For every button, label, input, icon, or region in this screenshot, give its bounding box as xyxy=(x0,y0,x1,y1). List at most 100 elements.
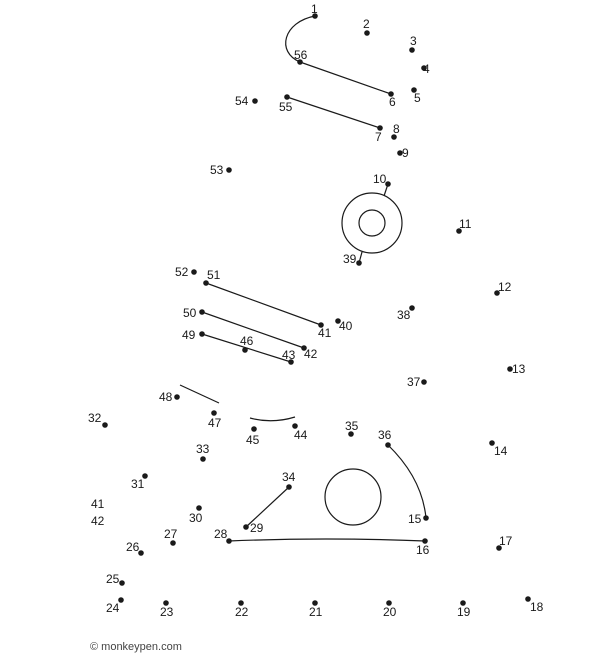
dot-marker xyxy=(312,13,318,19)
dot-number-label: 5 xyxy=(414,91,421,105)
dot-marker xyxy=(456,228,462,234)
dot-56: 56 xyxy=(294,48,308,65)
dot-marker xyxy=(391,134,397,140)
dot-marker xyxy=(174,394,180,400)
dot-number-label: 38 xyxy=(397,308,411,322)
dot-number-label: 48 xyxy=(159,390,173,404)
dot-number-label: 19 xyxy=(457,605,471,619)
dot-number-label: 41 xyxy=(318,326,332,340)
dot-number-label: 31 xyxy=(131,477,145,491)
dot-21: 21 xyxy=(309,600,323,619)
dot-number-label: 40 xyxy=(339,319,353,333)
inner-ring-shape xyxy=(358,209,386,237)
lower-circle-shape xyxy=(324,468,382,526)
guide-curve-45-44 xyxy=(249,416,296,422)
dot-5: 5 xyxy=(411,87,421,105)
dot-43: 43 xyxy=(282,348,296,365)
dot-number-label: 27 xyxy=(164,527,178,541)
dot-marker xyxy=(348,431,354,437)
dot-13: 13 xyxy=(507,362,526,376)
dot-45: 45 xyxy=(246,426,260,447)
dot-number-label: 33 xyxy=(196,442,210,456)
dot-8: 8 xyxy=(391,122,400,140)
dot-31: 31 xyxy=(131,473,148,491)
dot-marker xyxy=(312,600,318,606)
dot-15: 15 xyxy=(408,512,429,526)
dot-35: 35 xyxy=(345,419,359,437)
dot-number-label: 7 xyxy=(375,130,382,144)
dot-number-label: 51 xyxy=(207,268,221,282)
dot-number-label: 18 xyxy=(530,600,544,614)
dot-number-label: 42 xyxy=(304,347,318,361)
dot-marker xyxy=(385,181,391,187)
dot-number-label: 13 xyxy=(512,362,526,376)
dot-number-label: 6 xyxy=(389,95,396,109)
dot-number-label: 12 xyxy=(498,280,512,294)
dot-marker xyxy=(388,91,394,97)
dot-marker xyxy=(423,515,429,521)
dot-number-label: 16 xyxy=(416,543,430,557)
guide-curve-28-16 xyxy=(228,538,426,542)
dot-marker xyxy=(377,125,383,131)
dot-marker xyxy=(199,309,205,315)
dot-33: 33 xyxy=(196,442,210,462)
guide-line-34-29 xyxy=(245,486,290,528)
dot-marker xyxy=(494,290,500,296)
dot-11: 11 xyxy=(456,217,472,234)
dot-28: 28 xyxy=(214,527,232,544)
dot-14: 14 xyxy=(489,440,508,458)
dot-42: 42 xyxy=(301,345,318,361)
dot-12: 12 xyxy=(494,280,512,296)
dot-19: 19 xyxy=(457,600,471,619)
dot-number-label: 20 xyxy=(383,605,397,619)
dot-marker xyxy=(301,345,307,351)
dot-number-label: 10 xyxy=(373,172,387,186)
dot-number-label: 28 xyxy=(214,527,228,541)
dot-number-label: 1 xyxy=(311,2,318,16)
dot-marker xyxy=(251,426,257,432)
dot-38: 38 xyxy=(397,305,415,322)
dot-52: 52 xyxy=(175,265,197,279)
dot-2: 2 xyxy=(363,17,370,36)
guide-line-56-6 xyxy=(299,61,392,95)
dot-number-label: 30 xyxy=(189,511,203,525)
dot-25: 25 xyxy=(106,572,125,586)
dot-10: 10 xyxy=(373,172,391,187)
dot-number-label: 36 xyxy=(378,428,392,442)
dot-number-label: 49 xyxy=(182,328,196,342)
dot-55: 55 xyxy=(279,94,293,114)
dot-49: 49 xyxy=(182,328,205,342)
dot-marker xyxy=(489,440,495,446)
dot-41: 41 xyxy=(318,322,332,340)
dot-marker xyxy=(243,524,249,530)
dot-number-label: 22 xyxy=(235,605,249,619)
dot-36: 36 xyxy=(378,428,392,448)
dot-marker xyxy=(292,423,298,429)
dot-marker xyxy=(102,422,108,428)
dot-marker xyxy=(238,600,244,606)
dot-number-label: 45 xyxy=(246,433,260,447)
dot-53: 53 xyxy=(210,163,232,177)
dot-4: 4 xyxy=(421,62,430,76)
dot-marker xyxy=(252,98,258,104)
dot-27: 27 xyxy=(164,527,178,546)
dot-marker xyxy=(318,322,324,328)
dot-number-label: 26 xyxy=(126,540,140,554)
dot-number-label: 21 xyxy=(309,605,323,619)
dot-marker xyxy=(288,359,294,365)
dot-marker xyxy=(226,167,232,173)
dot-number-label: 46 xyxy=(240,334,254,348)
dot-number-label: 8 xyxy=(393,122,400,136)
dot-marker xyxy=(525,596,531,602)
dot-30: 30 xyxy=(189,505,203,525)
dot-marker xyxy=(356,260,362,266)
stray-number-label: 42 xyxy=(91,514,105,528)
dot-39: 39 xyxy=(343,252,362,266)
guide-line-51-41 xyxy=(205,282,322,326)
dot-number-label: 54 xyxy=(235,94,249,108)
dot-34: 34 xyxy=(282,470,296,490)
dot-37: 37 xyxy=(407,375,427,389)
dot-24: 24 xyxy=(106,597,124,615)
dot-29: 29 xyxy=(243,521,264,535)
